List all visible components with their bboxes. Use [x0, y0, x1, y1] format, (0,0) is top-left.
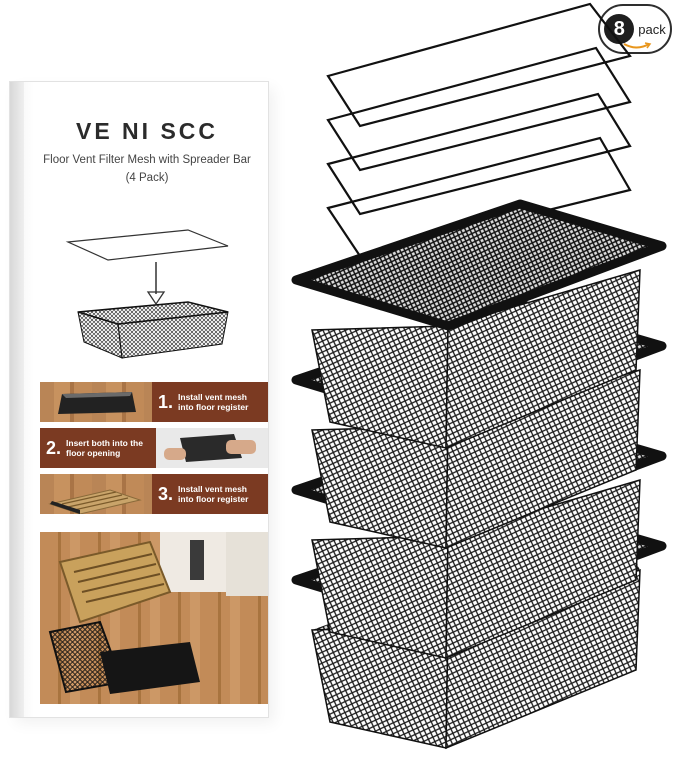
product-box: VE NI SCC Floor Vent Filter Mesh with Sp… [10, 82, 268, 717]
step-2-badge: 2. Insert both into the floor opening [40, 428, 156, 468]
floor-register-scene [40, 532, 268, 704]
mesh-basket [291, 199, 667, 450]
subtitle-line-2: (4 Pack) [125, 172, 169, 184]
step-1-number: 1. [158, 391, 174, 412]
filter-sheet [326, 136, 632, 258]
filter-sheet [326, 46, 632, 172]
step-2-number: 2. [46, 437, 62, 458]
step-2-line-2: floor opening [66, 448, 121, 458]
down-arrow-icon [146, 262, 166, 306]
step-1-text: Install vent mesh into floor register [178, 392, 248, 412]
product-stack [291, 2, 667, 750]
register-install-image [48, 489, 142, 514]
pack-label: pack [638, 21, 666, 37]
step-2: 2. Insert both into the floor opening [40, 428, 268, 468]
step-3-badge: 3. Install vent mesh into floor register [152, 474, 268, 514]
box-subtitle: Floor Vent Filter Mesh with Spreader Bar… [26, 151, 268, 187]
step-3-number: 3. [158, 483, 174, 504]
install-diagram [65, 229, 229, 359]
filter-sheet-outline [65, 229, 229, 261]
step-3-line-2: into floor register [178, 494, 249, 504]
box-spine [10, 82, 24, 717]
step-1-line-2: into floor register [178, 402, 249, 412]
step-3-text: Install vent mesh into floor register [178, 484, 248, 504]
step-2-photo [156, 428, 268, 468]
subtitle-line-1: Floor Vent Filter Mesh with Spreader Bar [43, 154, 251, 166]
brand-name: VE NI SCC [75, 118, 219, 144]
filter-sheet [326, 92, 632, 216]
filter-sheet [326, 2, 632, 128]
mesh-basket-drawing [77, 301, 229, 359]
room-floor-photo [40, 532, 268, 704]
floor-opening-image [58, 392, 136, 414]
step-1-photo [40, 382, 152, 422]
step-3: 3. Install vent mesh into floor register [40, 474, 268, 514]
filter-sheets [326, 2, 632, 258]
step-3-photo [40, 474, 152, 514]
step-1: 1. Install vent mesh into floor register [40, 382, 268, 422]
step-1-badge: 1. Install vent mesh into floor register [152, 382, 268, 422]
step-2-text: Insert both into the floor opening [66, 438, 143, 458]
step-3-line-1: Install vent mesh [178, 484, 247, 494]
smile-arrow-icon [623, 42, 652, 49]
step-1-line-1: Install vent mesh [178, 392, 247, 402]
hands-inserting-image [164, 434, 256, 462]
step-2-line-1: Insert both into the [66, 438, 143, 448]
